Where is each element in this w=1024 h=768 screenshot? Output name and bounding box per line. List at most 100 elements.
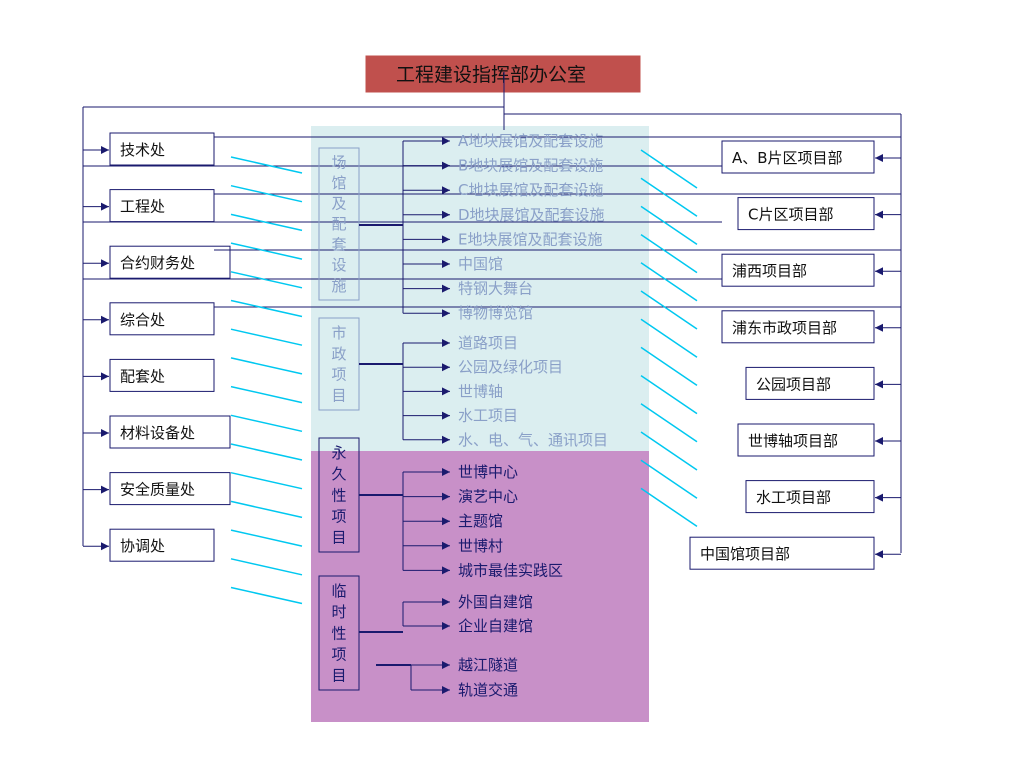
- upper-region: [311, 126, 649, 451]
- left-dept-label: 协调处: [120, 537, 165, 555]
- cyan-connector-left: [230, 213, 303, 232]
- cyan-connector-right: [640, 290, 698, 330]
- item-arrow-arrowhead: [442, 235, 450, 244]
- project-item: 世博中心: [458, 463, 518, 481]
- project-item: 世博轴: [458, 382, 503, 400]
- right-dept-box: [745, 480, 875, 514]
- left-dept-label: 技术处: [120, 141, 165, 159]
- item-arrow-arrowhead: [442, 309, 450, 318]
- title-box: [365, 55, 641, 93]
- cyan-connector-left: [230, 471, 303, 490]
- item-arrow-arrowhead: [442, 622, 450, 630]
- cyan-connector-right: [640, 403, 698, 443]
- item-arrow-arrowhead: [442, 566, 450, 575]
- category-label-char: 市: [331, 324, 346, 342]
- cyan-connector-left: [230, 184, 303, 203]
- project-item: 水、电、气、通讯项目: [458, 431, 608, 449]
- project-item: 企业自建馆: [458, 617, 533, 635]
- item-arrow-arrowhead: [442, 210, 450, 219]
- cyan-connector-left: [230, 500, 303, 519]
- right-dept-box: [721, 253, 875, 287]
- cyan-connector-left: [230, 558, 303, 576]
- project-item: B地块展馆及配套设施: [458, 157, 603, 175]
- project-item: A地块展馆及配套设施: [458, 132, 603, 150]
- category-label-char: 性: [331, 486, 346, 504]
- left-dept-arrow-arrowhead: [101, 202, 109, 211]
- title-connectors: [82, 72, 902, 553]
- page-title: 工程建设指挥部办公室: [396, 64, 586, 86]
- left-dept-label: 工程处: [120, 198, 165, 216]
- category-label-char: 套: [331, 236, 346, 254]
- right-dept-arrow-arrowhead: [875, 154, 883, 162]
- project-item: 道路项目: [458, 334, 518, 352]
- project-item: 公园及绿化项目: [458, 358, 563, 376]
- left-dept-box: [109, 302, 215, 336]
- right-dept-box: [721, 310, 875, 344]
- left-dept-box: [109, 472, 231, 506]
- cyan-connector-right: [640, 346, 698, 387]
- project-item: E地块展馆及配套设施: [458, 230, 602, 248]
- cyan-connector-left: [230, 385, 303, 404]
- cyan-connector-right: [640, 374, 698, 415]
- cyan-connector-left: [230, 156, 303, 174]
- left-dept-label: 综合处: [120, 311, 165, 329]
- project-item: 世博村: [458, 537, 503, 555]
- left-dept-arrow-arrowhead: [101, 146, 109, 154]
- right-dept-label: 公园项目部: [756, 375, 831, 393]
- left-dept-label: 安全质量处: [120, 481, 195, 499]
- right-dept-arrow-arrowhead: [875, 323, 883, 332]
- left-dept-box: [109, 358, 215, 392]
- cyan-connector-right: [640, 149, 698, 189]
- cyan-connector-left: [230, 586, 303, 605]
- item-arrow-arrowhead: [442, 468, 450, 476]
- item-arrow-arrowhead: [442, 387, 450, 396]
- left-dept-arrow-arrowhead: [101, 315, 109, 324]
- project-item: 轨道交通: [458, 681, 518, 699]
- cyan-connector-left: [230, 242, 303, 260]
- project-item: 演艺中心: [458, 488, 518, 506]
- category-label-char: 场: [331, 154, 346, 172]
- left-dept-arrow-arrowhead: [101, 485, 109, 494]
- left-dept-label: 配套处: [120, 367, 165, 385]
- right-departments: A、B片区项目部C片区项目部浦西项目部浦东市政项目部公园项目部世博轴项目部水工项…: [689, 140, 901, 570]
- category-label-char: 政: [331, 345, 346, 363]
- cyan-connector-left: [230, 328, 303, 346]
- left-dept-box: [109, 415, 231, 449]
- left-dept-label: 材料设备处: [120, 424, 195, 442]
- project-item: 主题馆: [458, 512, 503, 530]
- category-label-char: 久: [331, 465, 346, 483]
- project-item: 城市最佳实践区: [458, 561, 563, 579]
- left-dept-box: [109, 245, 231, 279]
- item-arrow-arrowhead: [442, 284, 450, 293]
- right-dept-arrow-arrowhead: [875, 210, 883, 219]
- cyan-connector-left: [230, 443, 303, 461]
- category-label-char: 目: [331, 667, 346, 685]
- category-label-char: 配: [331, 215, 346, 233]
- category-label-char: 目: [331, 529, 346, 547]
- cyan-connector-left: [230, 357, 303, 375]
- project-item: D地块展馆及配套设施: [458, 206, 605, 224]
- cyan-connectors: [230, 149, 698, 605]
- item-arrow-arrowhead: [442, 363, 450, 372]
- category-label-char: 馆: [331, 174, 346, 192]
- project-item: 外国自建馆: [458, 593, 533, 611]
- item-arrow-arrowhead: [442, 161, 450, 170]
- category-label-char: 时: [331, 603, 346, 621]
- project-item: 越江隧道: [458, 656, 518, 674]
- cyan-connector-right: [640, 459, 698, 499]
- right-dept-box: [745, 366, 875, 400]
- category-label-char: 施: [331, 277, 346, 295]
- right-dept-box: [737, 423, 875, 457]
- category-label-char: 目: [331, 387, 346, 405]
- project-categories: 场馆及配套设施A地块展馆及配套设施B地块展馆及配套设施C地块展馆及配套设施D地块…: [318, 132, 608, 699]
- cyan-connector-right: [640, 233, 698, 274]
- item-arrow-arrowhead: [442, 186, 450, 195]
- category-label-char: 及: [331, 195, 346, 213]
- project-item: C地块展馆及配套设施: [458, 181, 603, 199]
